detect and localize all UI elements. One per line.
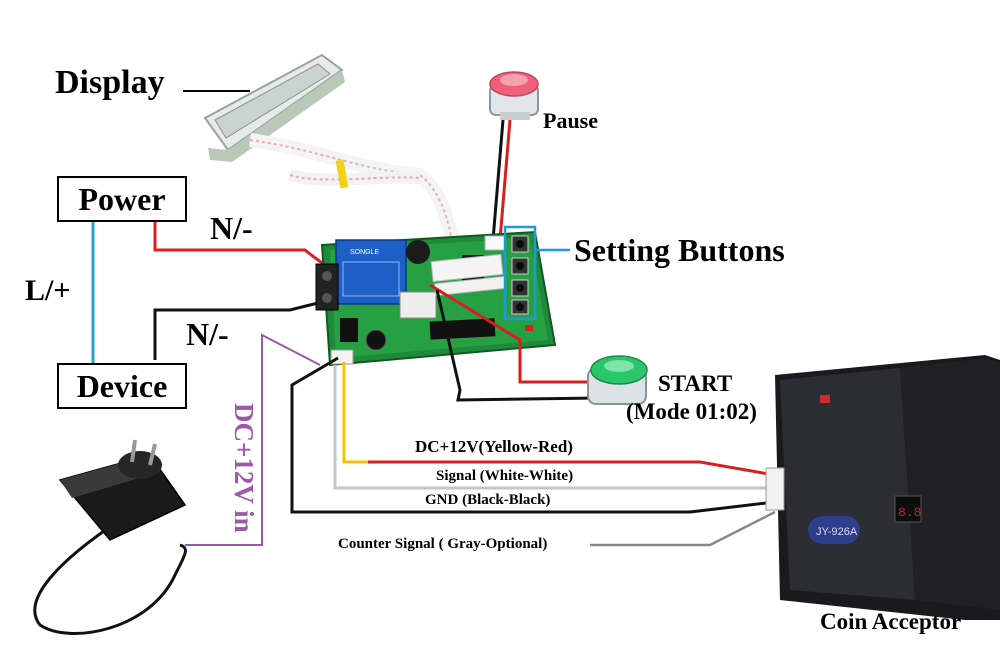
gnd-wire-label: GND (Black-Black) [425, 492, 551, 508]
setting-buttons-label: Setting Buttons [574, 232, 785, 268]
setting-buttons-group [503, 225, 537, 321]
n-minus-top-label: N/- [210, 210, 253, 246]
l-plus-label: L/+ [25, 274, 71, 307]
relay-brand-text: SONGLE [350, 249, 380, 256]
dc12v-wire-red [368, 460, 781, 478]
device-box: Device [57, 363, 187, 409]
power-box: Power [57, 176, 187, 222]
counter-wire-label: Counter Signal ( Gray-Optional) [338, 536, 548, 552]
start-button-image [587, 355, 648, 405]
counter-wire [590, 510, 776, 547]
display-module [203, 53, 462, 261]
dc12v-wire-yellow [342, 362, 368, 464]
start-mode-label: (Mode 01:02) [626, 399, 757, 424]
acceptor-model-text: JY-926A [816, 526, 858, 538]
signal-wire-label: Signal (White-White) [436, 468, 574, 484]
gnd-wire [290, 356, 776, 514]
dc-in-label: DC+12V in [229, 403, 259, 533]
coin-acceptor-label: Coin Acceptor [820, 609, 962, 634]
display-label: Display [55, 64, 165, 101]
svg-text:8.8: 8.8 [898, 505, 921, 520]
dc12v-wire-label: DC+12V(Yellow-Red) [415, 437, 573, 456]
device-wire [153, 298, 331, 360]
n-minus-bottom-label: N/- [186, 316, 229, 352]
setting-buttons-frame [503, 225, 537, 321]
dc-in-wire [185, 333, 321, 546]
signal-wire [333, 365, 770, 490]
start-label: START [658, 371, 733, 396]
power-adapter-image [33, 439, 187, 635]
pause-button-image [489, 71, 539, 120]
coin-acceptor-image: 8.8 JY-926A [765, 355, 1000, 620]
pause-label: Pause [543, 108, 598, 133]
